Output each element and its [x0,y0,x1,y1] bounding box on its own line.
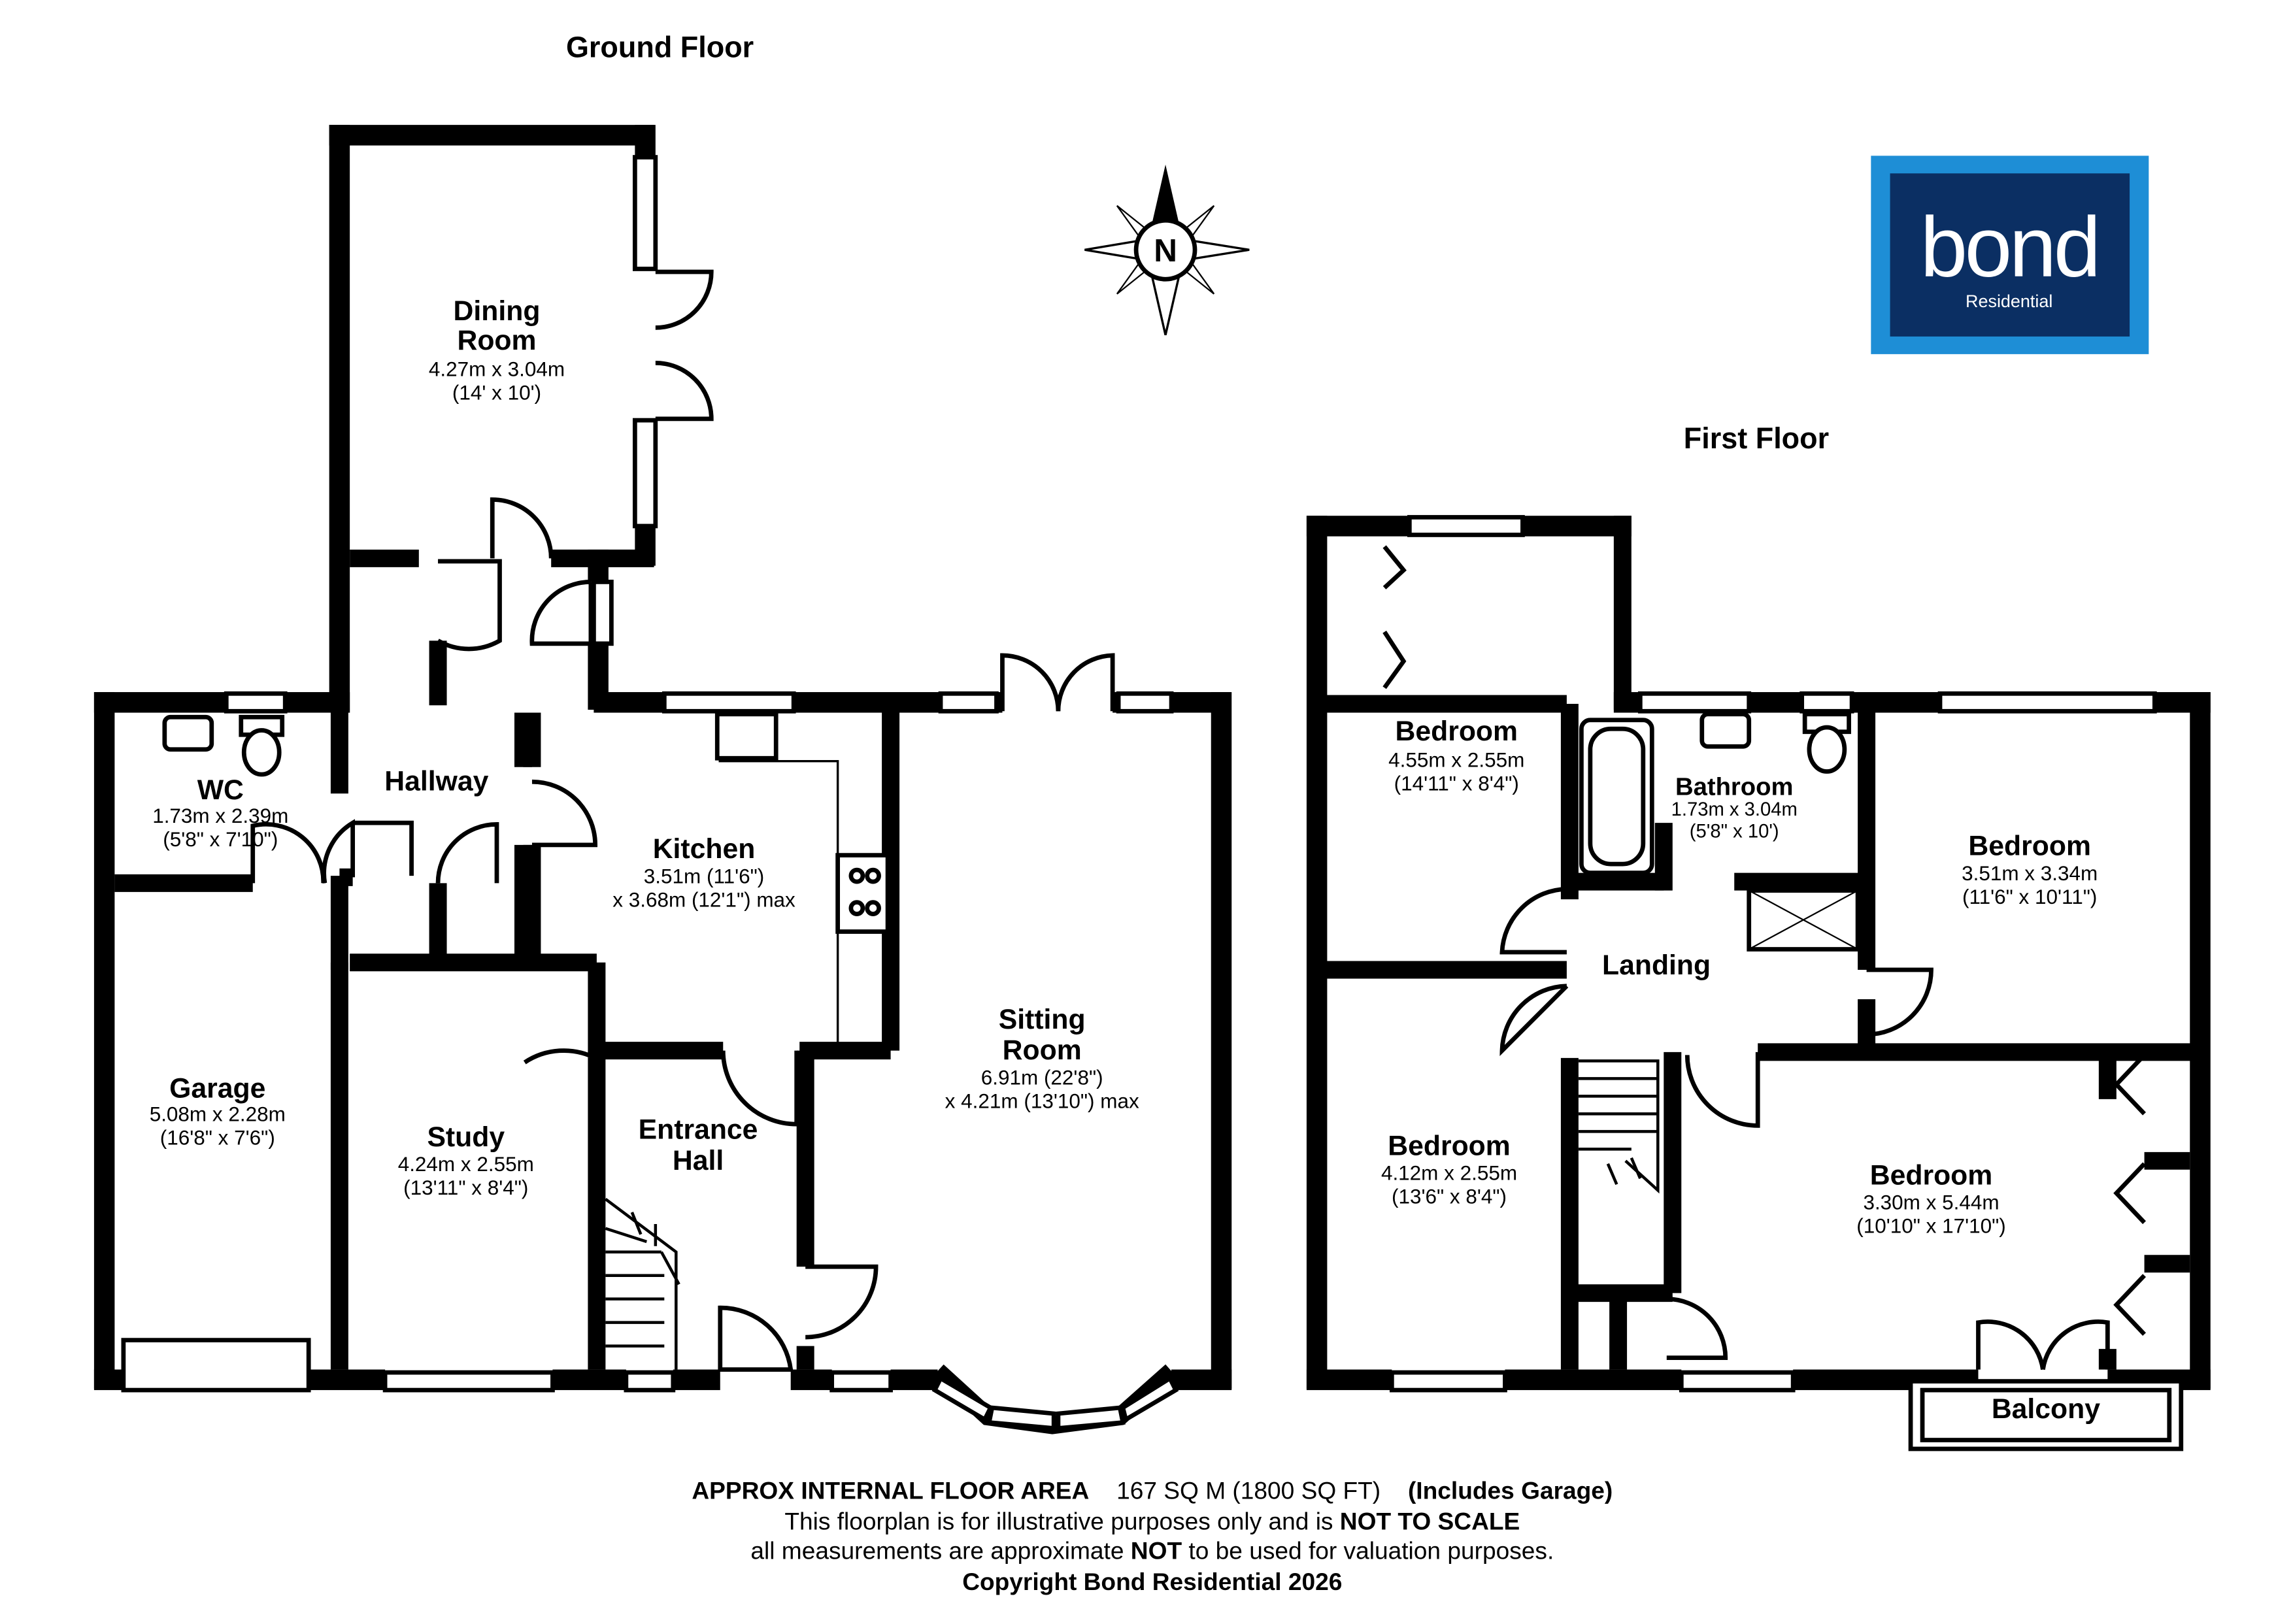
room-bedroom-3: Bedroom 4.12m x 2.55m (13'6" x 8'4") [1381,1130,1517,1208]
kitchen-name: Kitchen [653,833,756,865]
wc-imperial: (5'8" x 7'10") [163,828,278,851]
logo-subtitle: Residential [1966,291,2052,311]
hallway-name: Hallway [384,766,488,797]
wc-toilet-icon [241,728,282,777]
ground-floor-heading: Ground Floor [566,31,754,64]
ground-floor-plan [93,125,1232,1434]
bedroom2-name: Bedroom [1968,831,2091,862]
garage-imperial: (16'8" x 7'6") [160,1127,275,1150]
dining-name-1: Dining [454,295,541,327]
bedroom1-name: Bedroom [1396,716,1518,747]
disclaimer-line-2: all measurements are approximate NOT to … [750,1537,1554,1565]
disclaimer-2-c: to be used for valuation purposes. [1182,1537,1554,1565]
disclaimer-line-1: This floorplan is for illustrative purpo… [784,1508,1520,1535]
room-bedroom-4: Bedroom 3.30m x 5.44m (10'10" x 17'10") [1856,1159,2006,1237]
entrance-name-2: Hall [673,1145,724,1176]
room-bathroom: Bathroom 1.73m x 3.04m (5'8" x 10') [1671,772,1798,842]
dining-name-2: Room [457,325,536,356]
bedroom3-imperial: (13'6" x 8'4") [1392,1185,1507,1208]
hob-icon [835,853,890,934]
footer-notes: APPROX INTERNAL FLOOR AREA 167 SQ M (180… [692,1476,1613,1595]
room-dining: Dining Room 4.27m x 3.04m (14' x 10') [429,295,565,404]
first-floor-plan [1306,515,2211,1451]
floor-area-note: (Includes Garage) [1408,1476,1613,1504]
bathroom-imperial: (5'8" x 10') [1690,821,1779,842]
balcony-name: Balcony [1992,1393,2100,1425]
wc-basin-icon [162,714,214,752]
room-study: Study 4.24m x 2.55m (13'11" x 8'4") [398,1121,534,1199]
bathroom-metric: 1.73m x 3.04m [1671,799,1798,820]
bedroom4-imperial: (10'10" x 17'10") [1856,1214,2006,1237]
room-bedroom-2: Bedroom 3.51m x 3.34m (11'6" x 10'11") [1962,831,2098,908]
bedroom4-name: Bedroom [1870,1159,1993,1191]
bedroom1-imperial: (14'11" x 8'4") [1394,772,1519,795]
dining-metric: 4.27m x 3.04m [429,358,565,381]
first-floor-stairs [1578,1059,1660,1194]
room-wc: WC 1.73m x 2.39m (5'8" x 7'10") [152,774,288,851]
disclaimer-2-a: all measurements are approximate [750,1537,1130,1565]
kitchen-dim-1: 3.51m (11'6") [644,865,765,887]
sitting-dim-2: x 4.21m (13'10") max [945,1089,1139,1112]
room-kitchen: Kitchen 3.51m (11'6") x 3.68m (12'1") ma… [612,833,795,911]
study-imperial: (13'11" x 8'4") [403,1176,528,1199]
floor-area-label: APPROX INTERNAL FLOOR AREA [692,1476,1089,1504]
bedroom3-name: Bedroom [1388,1130,1511,1161]
disclaimer-1-a: This floorplan is for illustrative purpo… [784,1508,1339,1535]
logo-wordmark: bond [1920,199,2098,295]
dining-imperial: (14' x 10') [452,382,541,405]
sitting-name-2: Room [1003,1035,1082,1066]
sitting-dim-1: 6.91m (22'8") [981,1066,1103,1089]
room-bedroom-1: Bedroom 4.55m x 2.55m (14'11" x 8'4") [1388,716,1524,795]
floor-area-value: 167 SQ M (1800 SQ FT) [1116,1476,1381,1504]
bathroom-toilet-icon [1807,725,1847,774]
first-floor-heading: First Floor [1684,422,1829,455]
garage-name: Garage [169,1073,265,1104]
floor-area-line: APPROX INTERNAL FLOOR AREA 167 SQ M (180… [692,1476,1613,1504]
landing-name: Landing [1602,950,1711,981]
room-entrance: Entrance Hall [639,1114,758,1176]
wc-metric: 1.73m x 2.39m [152,804,288,827]
bond-logo: bond Residential [1871,156,2149,354]
bathroom-name: Bathroom [1675,772,1793,801]
ground-stairs [605,1197,680,1370]
disclaimer-2-b: NOT [1131,1537,1182,1565]
kitchen-sink-icon [714,712,778,761]
study-metric: 4.24m x 2.55m [398,1153,534,1176]
garage-metric: 5.08m x 2.28m [150,1103,286,1126]
bedroom1-metric: 4.55m x 2.55m [1388,749,1524,772]
disclaimer-1-b: NOT TO SCALE [1340,1508,1520,1535]
room-sitting: Sitting Room 6.91m (22'8") x 4.21m (13'1… [945,1004,1139,1112]
wc-name: WC [197,774,244,806]
study-name: Study [427,1121,505,1153]
copyright-line: Copyright Bond Residential 2026 [962,1568,1342,1595]
bedroom2-imperial: (11'6" x 10'11") [1962,886,2097,908]
bedroom2-metric: 3.51m x 3.34m [1962,862,2098,885]
entrance-name-1: Entrance [639,1114,758,1146]
bedroom4-metric: 3.30m x 5.44m [1863,1191,1999,1214]
compass-rose-icon: N [1084,164,1250,336]
room-garage: Garage 5.08m x 2.28m (16'8" x 7'6") [150,1073,286,1150]
kitchen-dim-2: x 3.68m (12'1") max [612,888,795,911]
sitting-name-1: Sitting [999,1004,1086,1035]
bathroom-basin-icon [1699,712,1752,749]
compass-label: N [1154,233,1177,269]
bedroom3-metric: 4.12m x 2.55m [1381,1162,1517,1185]
